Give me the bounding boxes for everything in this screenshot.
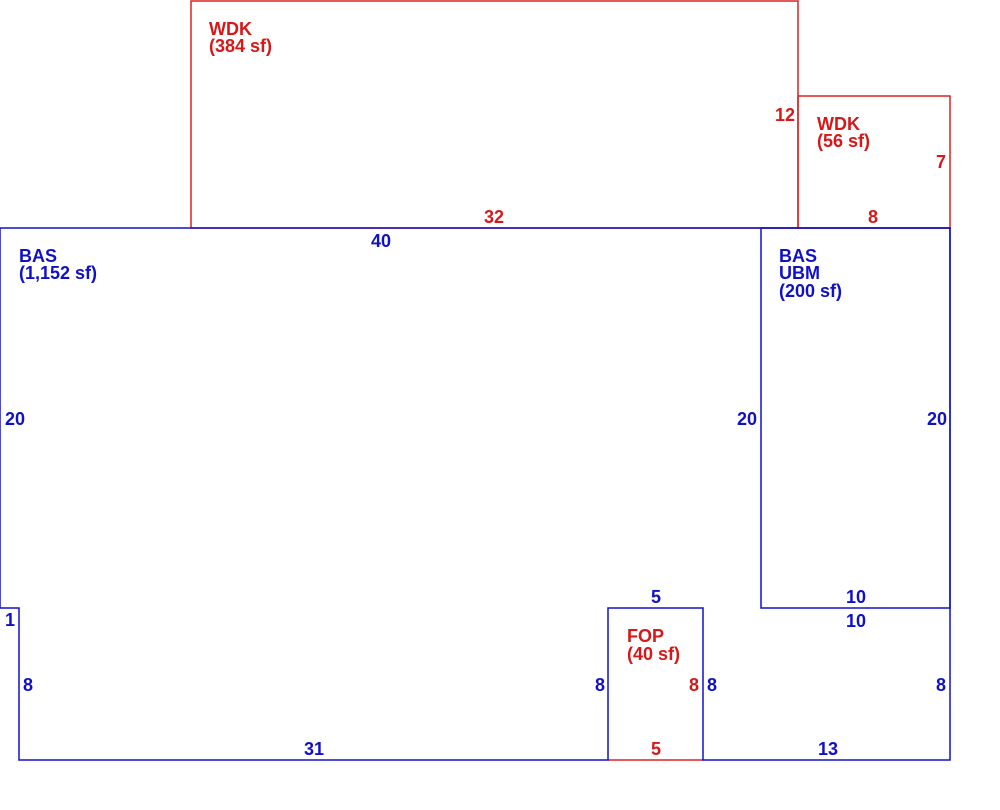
fop-area: (40 sf) <box>627 644 680 664</box>
bas-main-outline <box>0 227 951 761</box>
dim-lower-right-bottom: 13 <box>818 739 838 759</box>
dim-ubm-right: 20 <box>927 409 947 429</box>
dim-bas-bottom-left: 31 <box>304 739 324 759</box>
wdk-small-area: (56 sf) <box>817 131 870 151</box>
dim-fop-right-blue: 8 <box>707 675 717 695</box>
bas-ubm-outline <box>760 227 951 609</box>
dim-wdk-large-bottom: 32 <box>484 207 504 227</box>
wdk-large-outline <box>190 0 799 229</box>
dim-bas-left-lower: 8 <box>23 675 33 695</box>
bas-ubm-code: BAS <box>779 246 817 266</box>
wdk-small-code: WDK <box>817 114 860 134</box>
dim-wdk-small-side: 7 <box>936 152 946 172</box>
dim-bas-top: 40 <box>371 231 391 251</box>
dim-fop-left: 8 <box>595 675 605 695</box>
bas-main-code: BAS <box>19 246 57 266</box>
dim-fop-right-red: 8 <box>689 675 699 695</box>
bas-ubm-sub: UBM <box>779 263 820 283</box>
dim-wdk-small-bottom: 8 <box>868 207 878 227</box>
dim-ubm-left: 20 <box>737 409 757 429</box>
dim-bas-left-step: 1 <box>5 610 15 630</box>
dim-fop-bottom: 5 <box>651 739 661 759</box>
dim-lower-right-side: 8 <box>936 675 946 695</box>
wdk-large-area: (384 sf) <box>209 36 272 56</box>
dim-fop-top: 5 <box>651 587 661 607</box>
dim-wdk-large-side: 12 <box>775 105 795 125</box>
fop-code: FOP <box>627 626 664 646</box>
bas-main-area: (1,152 sf) <box>19 263 97 283</box>
dim-ubm-bottom: 10 <box>846 587 866 607</box>
dim-bas-left: 20 <box>5 409 25 429</box>
bas-ubm-area: (200 sf) <box>779 281 842 301</box>
dim-lower-right-top: 10 <box>846 611 866 631</box>
wdk-large-code: WDK <box>209 19 252 39</box>
